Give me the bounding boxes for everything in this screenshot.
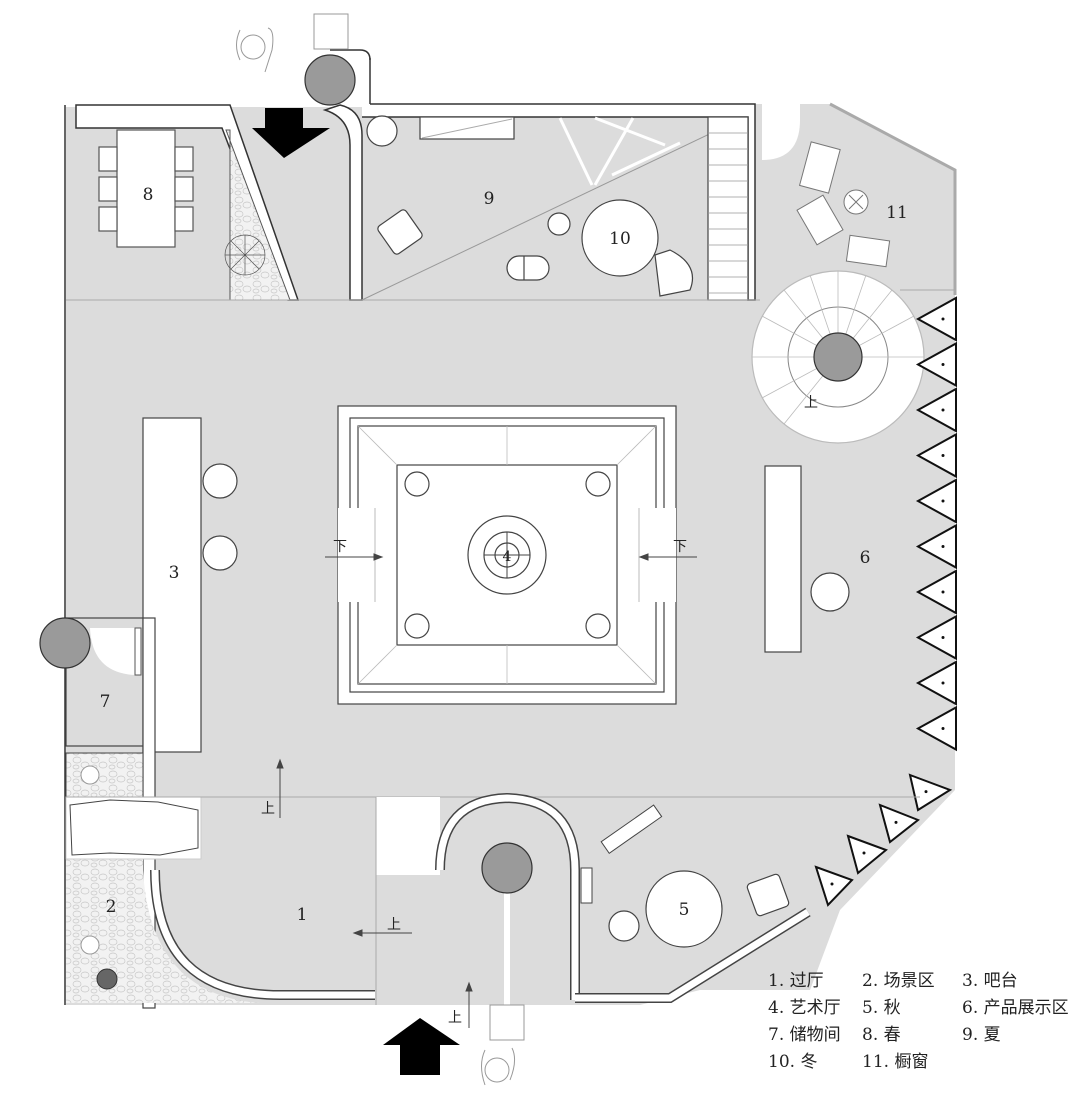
legend-row: 10. 冬 11. 橱窗	[768, 1049, 1080, 1076]
triangle-shelf	[915, 705, 957, 752]
room-label-3: 3	[169, 563, 180, 583]
triangle-shelf	[915, 387, 957, 433]
room-label-11: 11	[886, 203, 908, 223]
area-spring	[98, 129, 291, 301]
shelf-dot	[830, 882, 834, 886]
up-mark: 上	[387, 917, 401, 933]
triangle-shelf	[915, 660, 957, 706]
shelf-dot	[941, 454, 945, 457]
legend-row: 1. 过厅 2. 场景区 3. 吧台	[768, 968, 1080, 995]
triangle-shelves	[814, 296, 957, 907]
table-autumn	[645, 870, 723, 948]
triangle-shelf	[915, 569, 957, 615]
direction-arrows	[276, 553, 697, 1028]
legend-item: 10. 冬	[768, 1052, 818, 1072]
tree-icon	[224, 234, 266, 276]
shelf-dot	[941, 499, 945, 503]
area-window	[762, 104, 955, 291]
room-label-10: 10	[609, 229, 631, 249]
legend-item: 6. 产品展示区	[962, 998, 1069, 1018]
table-winter	[581, 199, 659, 277]
person-icon-bottom	[481, 1047, 516, 1086]
shelf-dot	[941, 545, 945, 548]
legend-row: 4. 艺术厅 5. 秋 6. 产品展示区	[768, 995, 1080, 1022]
room-label-6: 6	[860, 548, 871, 568]
shelf-dot	[941, 636, 945, 639]
up-mark: 上	[261, 801, 275, 817]
shelf-dot	[941, 681, 945, 685]
legend-item: 9. 夏	[962, 1025, 1001, 1045]
spiral-stair	[751, 270, 925, 444]
column-spiral	[813, 332, 863, 382]
shelf-dot	[862, 851, 866, 855]
triangle-shelf	[814, 865, 854, 907]
shelf-dot	[941, 317, 945, 321]
display-area	[764, 465, 850, 653]
up-mark: 上	[448, 1010, 462, 1026]
legend-item: 4. 艺术厅	[768, 998, 841, 1018]
column-top	[304, 54, 356, 106]
room-label-4: 4	[503, 549, 512, 565]
person-icon-top	[236, 27, 274, 73]
dining-table	[116, 129, 176, 248]
room-labels: 1 2 3 4 5 6 7 8 9 10 11	[100, 185, 908, 925]
triangle-shelf	[915, 432, 957, 479]
triangle-shelf	[846, 834, 888, 875]
shelf-dot	[894, 820, 898, 824]
shelf-dot	[941, 727, 945, 730]
legend-item: 2. 场景区	[862, 971, 935, 991]
down-mark: 下	[673, 539, 687, 555]
room-label-2: 2	[106, 897, 117, 917]
legend-item: 1. 过厅	[768, 971, 824, 991]
up-mark: 上	[804, 395, 818, 411]
triangle-shelf	[878, 803, 920, 844]
legend-item: 5. 秋	[862, 998, 901, 1018]
area-summer-winter	[66, 115, 760, 301]
down-mark: 下	[333, 539, 347, 555]
legend: 1. 过厅 2. 场景区 3. 吧台 4. 艺术厅 5. 秋 6. 产品展示区 …	[768, 968, 1080, 1076]
dining-chairs	[98, 146, 194, 232]
legend-item: 7. 储物间	[768, 1025, 841, 1045]
triangle-shelf	[915, 614, 957, 661]
straight-stair	[707, 116, 749, 301]
entrance-arrow-bottom	[383, 1018, 460, 1075]
shelf-dot	[924, 790, 928, 794]
triangle-shelf	[915, 523, 957, 570]
triangle-shelf	[915, 296, 957, 342]
shelf-dot	[941, 408, 945, 412]
legend-row: 7. 储物间 8. 春 9. 夏	[768, 1022, 1080, 1049]
room-label-7: 7	[100, 692, 111, 712]
triangle-shelf	[915, 478, 957, 524]
triangle-shelf	[908, 773, 953, 812]
shelf-dot	[941, 363, 945, 366]
legend-item: 8. 春	[862, 1025, 901, 1045]
art-hall	[337, 405, 677, 705]
column-bottom	[481, 842, 533, 894]
room-label-9: 9	[484, 189, 495, 209]
shelf-dot	[941, 590, 945, 594]
room-label-5: 5	[679, 900, 690, 920]
column-left	[39, 617, 91, 669]
stair-marks: 上 上 上 上 下 下	[261, 395, 818, 1026]
legend-item: 11. 橱窗	[862, 1052, 929, 1072]
room-label-1: 1	[297, 905, 308, 925]
entry-autumn	[375, 792, 811, 1086]
room-label-8: 8	[143, 185, 154, 205]
legend-item: 3. 吧台	[962, 971, 1018, 991]
outer-walls	[64, 49, 957, 1005]
triangle-shelf	[915, 341, 957, 388]
entrance-arrow-top	[252, 108, 330, 158]
